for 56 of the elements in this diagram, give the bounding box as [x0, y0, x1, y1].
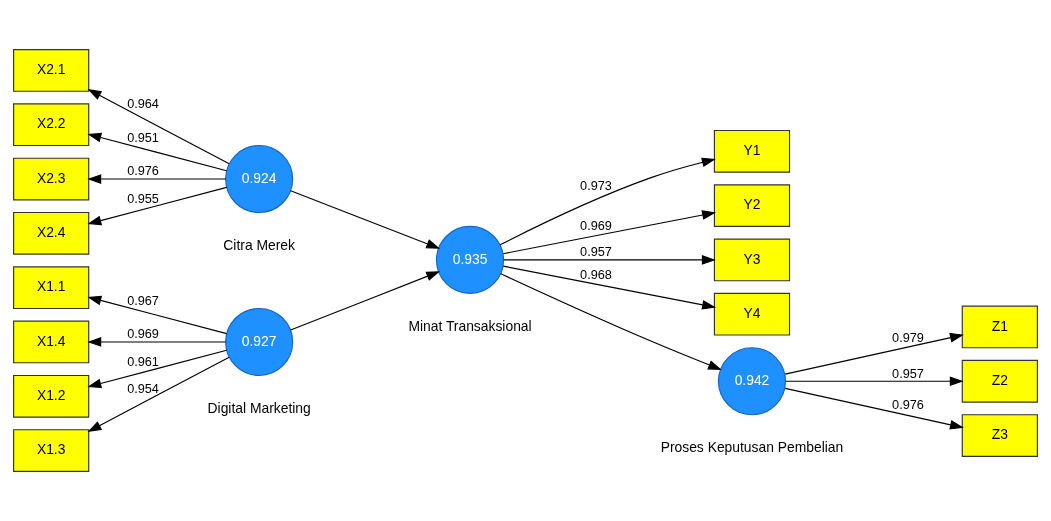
node-box: Y1 — [713, 129, 791, 173]
node-circle: 0.942 — [717, 347, 787, 416]
arrow — [502, 210, 716, 255]
edge-label: 0.973 — [580, 178, 612, 194]
node-label: Proses Keputusan Pembelian — [660, 438, 844, 455]
arrow — [87, 186, 228, 226]
edge-label: 0.969 — [127, 326, 159, 342]
arrow — [87, 337, 227, 347]
node-box: Z2 — [961, 359, 1038, 403]
arrow — [87, 356, 230, 432]
edge-label: 0.957 — [580, 244, 612, 260]
node-label: Digital Marketing — [207, 399, 311, 416]
node-circle: 0.927 — [225, 307, 294, 377]
arrow — [87, 295, 228, 335]
edge-label: 0.951 — [127, 129, 159, 145]
node-box: X2.2 — [13, 103, 90, 147]
node-box: X1.3 — [13, 429, 90, 472]
arrow — [290, 190, 441, 249]
arrow — [87, 174, 227, 184]
node-box: Y4 — [713, 292, 791, 336]
arrow — [784, 332, 964, 375]
edge-label: 0.961 — [127, 354, 159, 369]
node-box: Y3 — [713, 238, 791, 282]
edge-label: 0.968 — [580, 267, 612, 283]
edge-label: 0.969 — [580, 217, 612, 233]
edge-label: 0.955 — [127, 191, 159, 207]
node-box: X2.1 — [13, 49, 90, 92]
arrow — [87, 89, 230, 165]
edge-label: 0.957 — [892, 365, 924, 381]
node-box: Y2 — [713, 184, 791, 227]
node-circle: 0.924 — [225, 144, 294, 214]
node-box: X2.4 — [13, 211, 90, 255]
node-box: Z3 — [961, 414, 1038, 457]
node-box: X2.3 — [13, 157, 90, 201]
arrow — [784, 387, 964, 430]
edge-label: 0.964 — [127, 96, 159, 112]
edge-label: 0.976 — [892, 396, 924, 412]
node-label: Citra Merek — [223, 236, 295, 253]
arrow — [499, 157, 716, 246]
node-circle: 0.935 — [435, 225, 505, 294]
node-box: X1.1 — [13, 266, 90, 310]
node-box: X1.2 — [13, 374, 90, 418]
arrow — [500, 273, 722, 370]
node-box: X1.4 — [13, 320, 90, 364]
arrow — [87, 132, 228, 172]
edge-label: 0.979 — [892, 329, 924, 345]
arrow — [290, 271, 441, 331]
arrow — [503, 255, 716, 265]
node-box: Z1 — [961, 305, 1038, 349]
arrow — [785, 376, 964, 387]
edge-label: 0.967 — [127, 292, 159, 308]
node-label: Minat Transaksional — [408, 317, 532, 334]
edge-label: 0.976 — [127, 163, 159, 179]
arrow — [502, 265, 716, 310]
edge-label: 0.954 — [127, 380, 159, 396]
arrow — [87, 349, 228, 389]
